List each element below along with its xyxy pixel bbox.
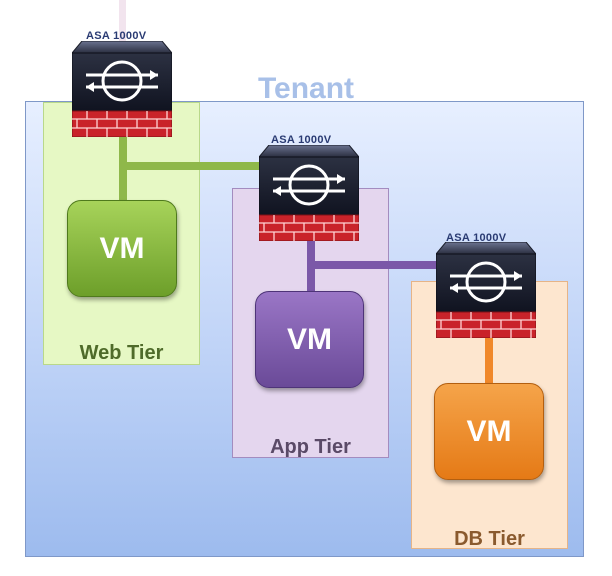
db-vm-connector bbox=[485, 337, 493, 385]
asa-firewall-icon bbox=[436, 242, 536, 338]
db-tier-label: DB Tier bbox=[454, 528, 525, 550]
web-vm-node: VM bbox=[67, 200, 177, 297]
tenant-label: Tenant bbox=[257, 72, 355, 105]
web-to-app-connector bbox=[124, 162, 264, 170]
web-tier-label: Web Tier bbox=[79, 342, 164, 364]
web-firewall-label: ASA 1000V bbox=[86, 30, 147, 42]
app-vm-node: VM bbox=[255, 291, 364, 388]
db-vm-label: VM bbox=[466, 414, 512, 448]
web-vm-label: VM bbox=[99, 231, 145, 265]
app-tier-label: App Tier bbox=[270, 436, 351, 458]
app-vm-label: VM bbox=[287, 322, 332, 356]
app-to-db-connector bbox=[311, 261, 439, 269]
asa-firewall-icon bbox=[259, 145, 359, 241]
db-vm-node: VM bbox=[434, 383, 544, 480]
uplink-connector bbox=[119, 0, 126, 42]
web-vm-connector bbox=[119, 135, 127, 201]
app-firewall-label: ASA 1000V bbox=[271, 134, 332, 146]
db-firewall-label: ASA 1000V bbox=[446, 232, 507, 244]
asa-firewall-icon bbox=[72, 41, 172, 137]
